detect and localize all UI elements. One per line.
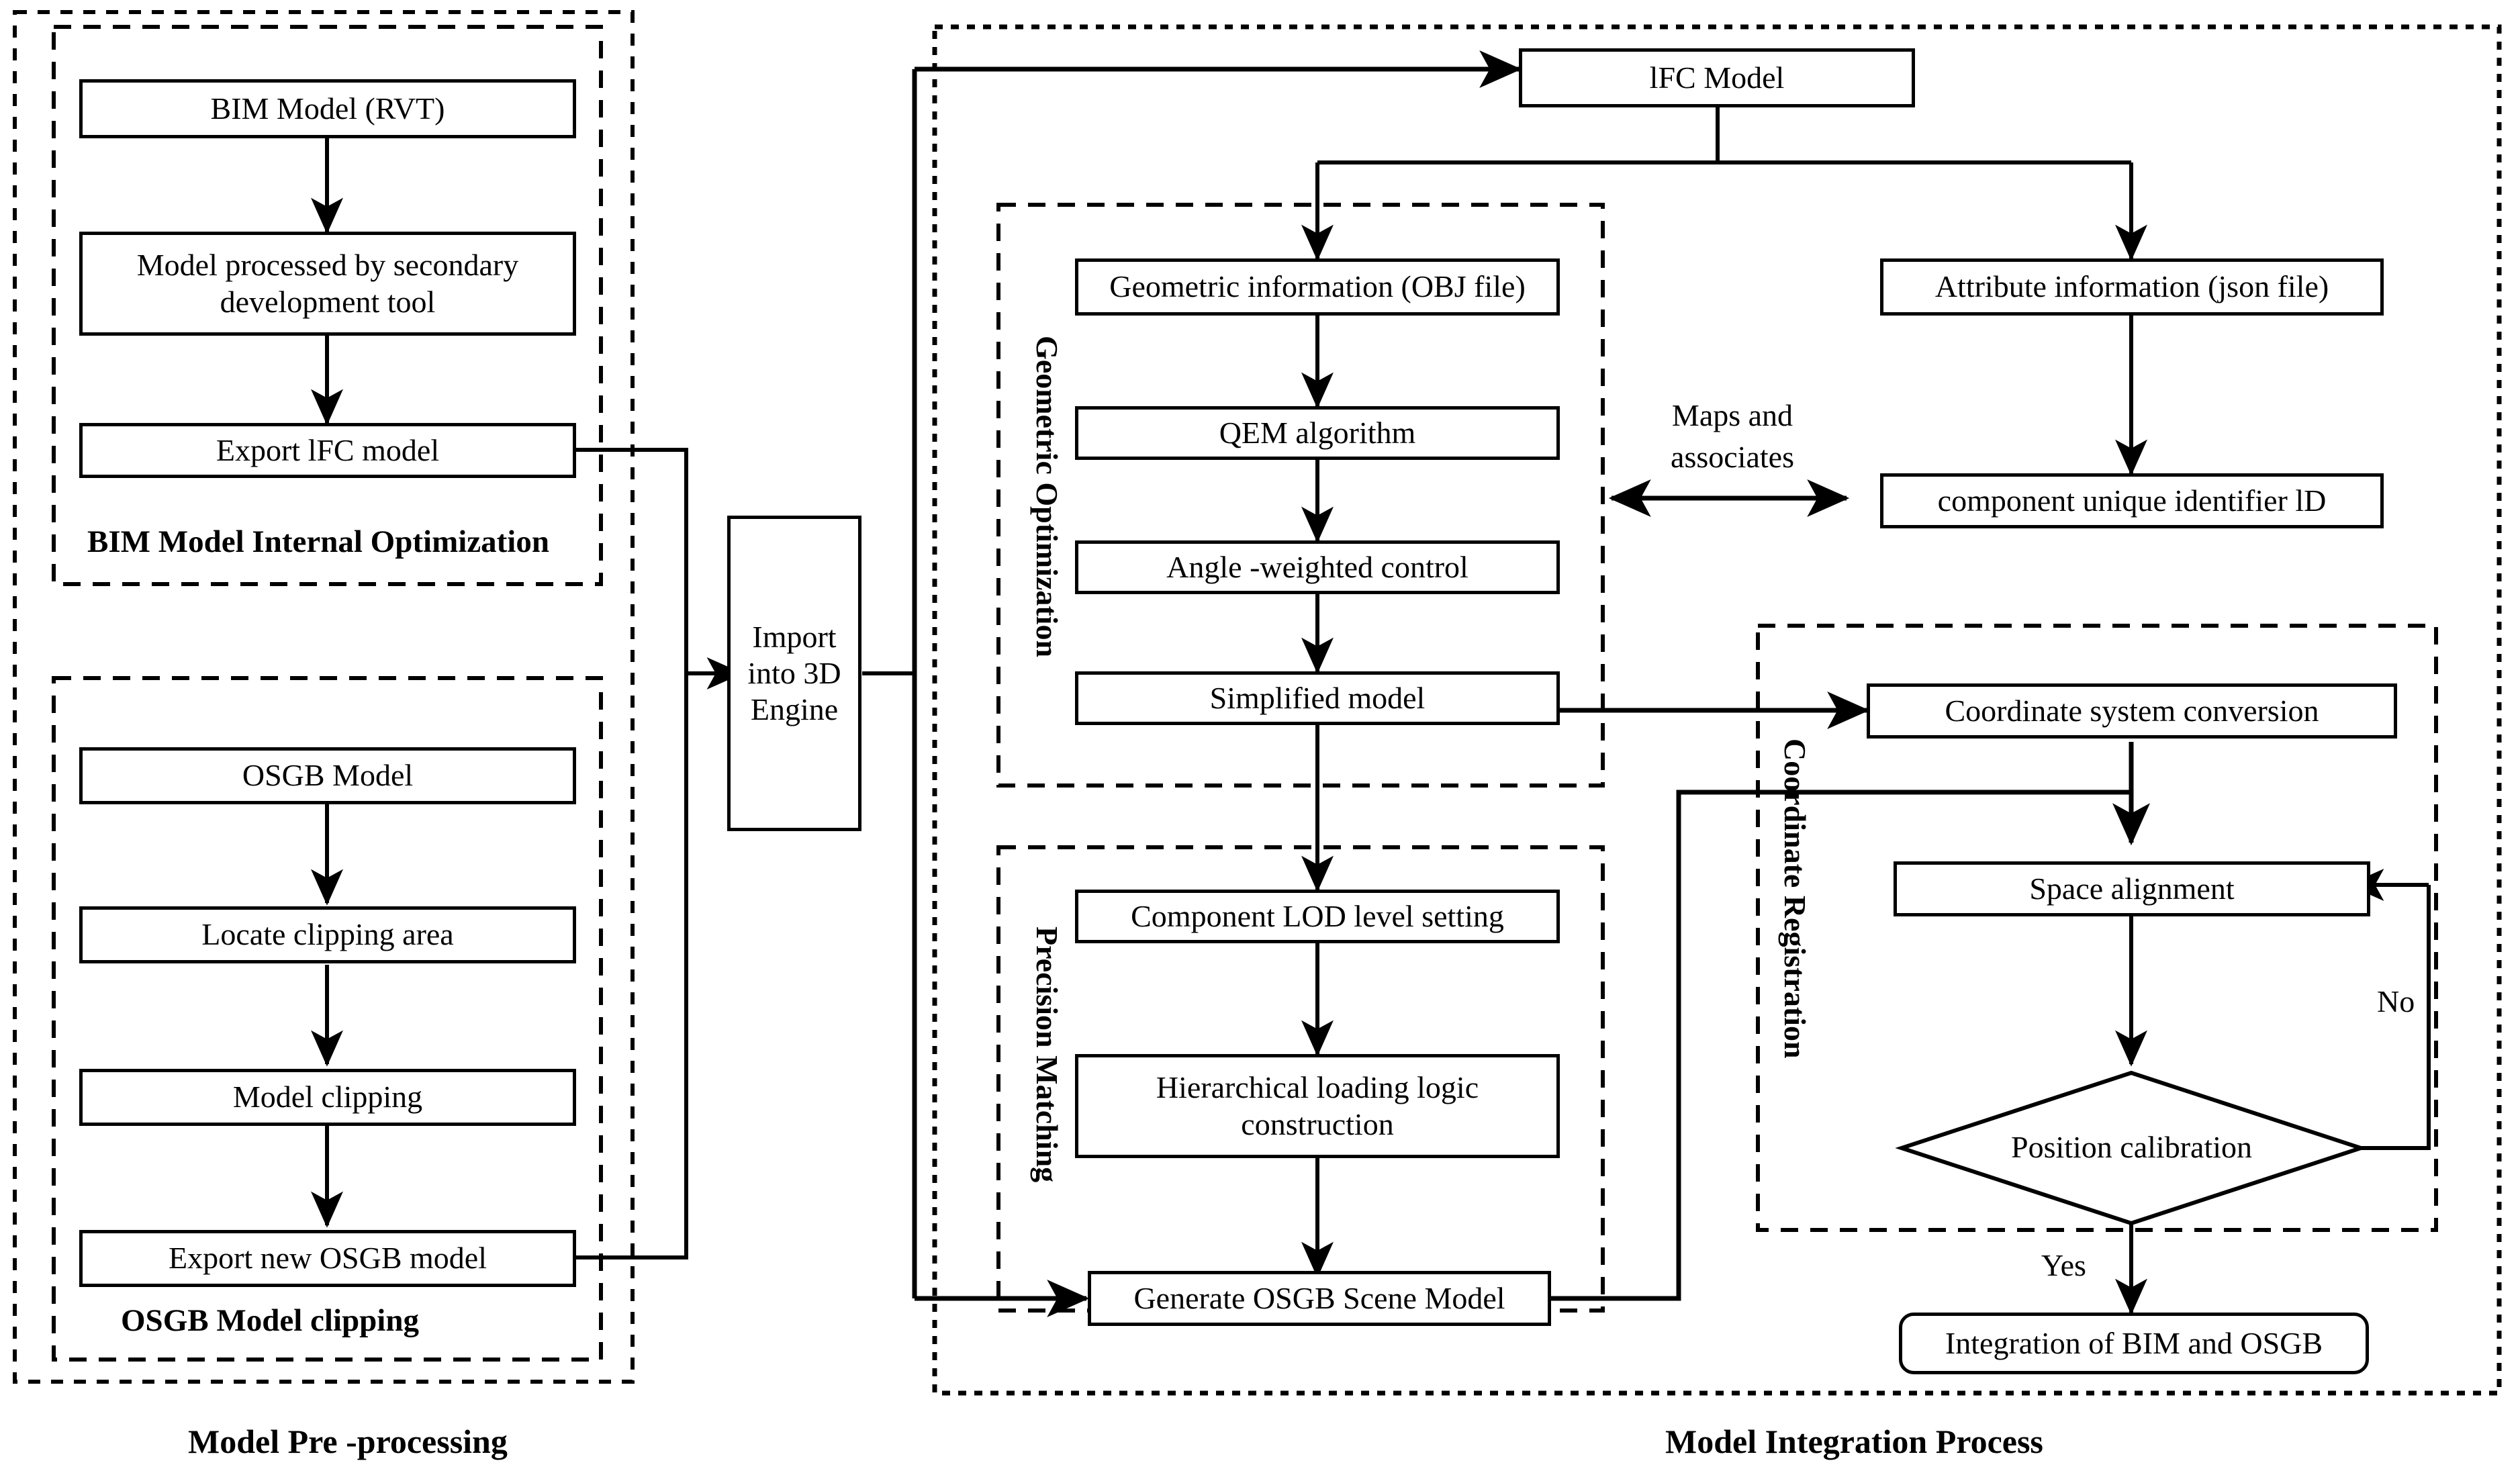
group-label-model-pre-processing: Model Pre -processing <box>188 1423 508 1460</box>
node-locate-clipping-area[interactable]: Locate clipping area <box>79 906 576 963</box>
node-model-processed-secondary-dev-tool[interactable]: Model processed by secondary development… <box>79 232 576 336</box>
node-import-into-3d-engine[interactable]: Import into 3D Engine <box>727 516 861 831</box>
node-component-lod-level-setting[interactable]: Component LOD level setting <box>1075 890 1560 943</box>
group-label-bim-internal-optimization: BIM Model Internal Optimization <box>87 524 549 559</box>
node-geometric-information-obj[interactable]: Geometric information (OBJ file) <box>1075 258 1560 316</box>
node-coordinate-system-conversion[interactable]: Coordinate system conversion <box>1867 683 2397 739</box>
node-simplified-model[interactable]: Simplified model <box>1075 671 1560 725</box>
node-ifc-model[interactable]: lFC Model <box>1519 48 1915 107</box>
node-attribute-information-json[interactable]: Attribute information (json file) <box>1880 258 2384 316</box>
group-label-coordinate-registration: Coordinate Registration <box>1778 739 1812 1059</box>
node-bim-model-rvt[interactable]: BIM Model (RVT) <box>79 79 576 138</box>
node-osgb-model[interactable]: OSGB Model <box>79 747 576 804</box>
edge-label-decision-yes: Yes <box>2041 1248 2086 1282</box>
node-generate-osgb-scene-model[interactable]: Generate OSGB Scene Model <box>1088 1271 1551 1326</box>
group-label-precision-matching: Precision Matching <box>1030 926 1064 1183</box>
edge-label-decision-no: No <box>2377 984 2415 1018</box>
group-label-geometric-optimization: Geometric Optimization <box>1030 336 1064 658</box>
node-integration-of-bim-and-osgb[interactable]: Integration of BIM and OSGB <box>1899 1313 2369 1374</box>
edge-label-maps-and-associates: Maps and associates <box>1652 395 1813 478</box>
node-angle-weighted-control[interactable]: Angle -weighted control <box>1075 540 1560 594</box>
node-space-alignment[interactable]: Space alignment <box>1894 861 2370 916</box>
group-label-osgb-model-clipping: OSGB Model clipping <box>121 1303 419 1338</box>
node-export-new-osgb-model[interactable]: Export new OSGB model <box>79 1230 576 1287</box>
node-qem-algorithm[interactable]: QEM algorithm <box>1075 406 1560 460</box>
group-label-model-integration-process: Model Integration Process <box>1665 1423 2043 1460</box>
node-model-clipping[interactable]: Model clipping <box>79 1069 576 1126</box>
node-component-unique-identifier-id[interactable]: component unique identifier lD <box>1880 473 2384 528</box>
node-export-ifc-model[interactable]: Export lFC model <box>79 423 576 478</box>
maps-line-1: Maps and <box>1671 398 1793 432</box>
node-hierarchical-loading-logic-construction[interactable]: Hierarchical loading logic construction <box>1075 1054 1560 1158</box>
node-position-calibration[interactable]: Position calibration <box>2010 1130 2252 1164</box>
maps-line-2: associates <box>1671 440 1794 475</box>
